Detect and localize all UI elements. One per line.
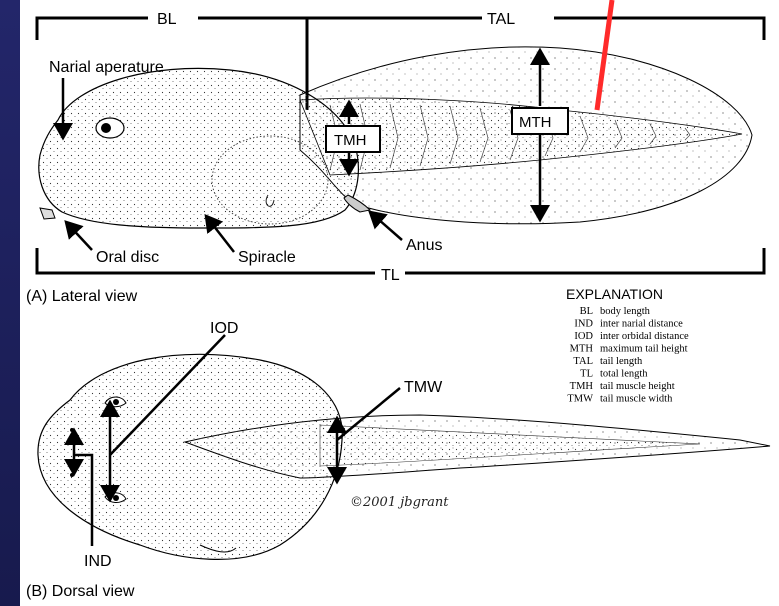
explanation-title: EXPLANATION — [566, 286, 663, 302]
tal-label: TAL — [487, 11, 515, 28]
explanation-desc: total length — [600, 369, 648, 380]
explanation-desc: body length — [600, 306, 651, 317]
explanation-abbr: TMW — [567, 394, 593, 405]
tal-bracket — [307, 18, 764, 40]
explanation-desc: tail length — [600, 356, 643, 367]
oral-disc-label: Oral disc — [96, 249, 159, 266]
dorsal-body — [38, 354, 342, 559]
spiracle-label: Spiracle — [238, 249, 296, 266]
explanation-abbr: TL — [580, 369, 593, 380]
explanation-desc: tail muscle height — [600, 381, 675, 392]
explanation-abbr: IOD — [574, 331, 593, 342]
bl-label: BL — [157, 11, 177, 28]
oral-disc-arrow — [66, 222, 92, 250]
explanation-abbr: MTH — [570, 344, 594, 355]
lateral-eye-icon — [96, 118, 124, 138]
tmh-label: TMH — [334, 132, 367, 149]
copyright-signature: ©2001 jbgrant — [350, 495, 449, 510]
explanation-abbr: BL — [580, 306, 593, 317]
tl-label: TL — [381, 267, 400, 284]
explanation-desc: inter narial distance — [600, 319, 683, 330]
explanation-abbr: TMH — [570, 381, 594, 392]
iod-label: IOD — [210, 320, 238, 337]
anus-arrow — [370, 212, 402, 240]
oral-disc-shape — [40, 208, 55, 219]
explanation-abbr: IND — [574, 319, 593, 330]
explanation-desc: tail muscle width — [600, 394, 673, 405]
tmw-label: TMW — [404, 379, 443, 396]
anus-label: Anus — [406, 237, 442, 254]
explanation-abbr: TAL — [573, 356, 593, 367]
explanation-desc: maximum tail height — [600, 344, 688, 355]
lateral-view-caption: (A) Lateral view — [26, 288, 138, 305]
narial-label: Narial aperature — [49, 59, 164, 76]
mth-label: MTH — [519, 114, 552, 131]
ind-label: IND — [84, 553, 112, 570]
explanation-desc: inter orbidal distance — [600, 331, 689, 342]
dorsal-view-caption: (B) Dorsal view — [26, 583, 135, 600]
